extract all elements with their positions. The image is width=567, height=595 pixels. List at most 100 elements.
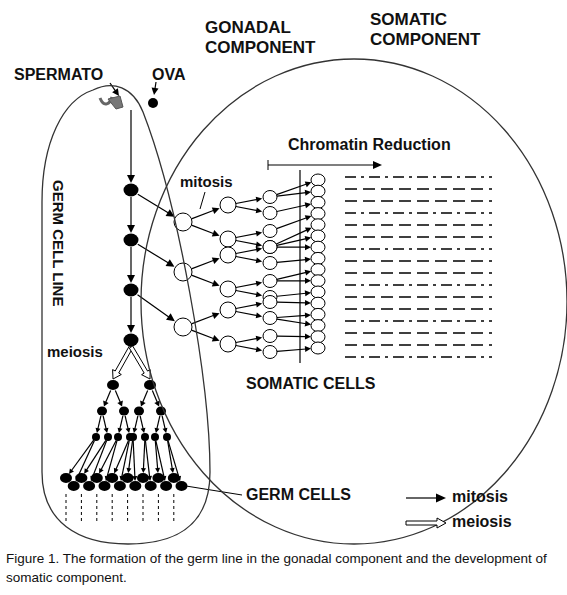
germ-cell xyxy=(145,481,157,491)
germ-cell xyxy=(91,473,103,483)
germ-cell xyxy=(124,284,139,297)
chromatin-dash xyxy=(345,356,492,357)
germ-dash xyxy=(143,494,144,522)
arrow-head xyxy=(256,231,262,237)
component-heading: GONADAL COMPONENT xyxy=(205,18,355,57)
germ-cell xyxy=(124,334,139,347)
mitosis-arrow xyxy=(157,416,160,429)
mitosis-arrow xyxy=(277,293,306,296)
legend-swatch xyxy=(402,490,450,506)
somatic-cell xyxy=(220,281,236,297)
mitosis-arrow xyxy=(130,110,131,176)
mitosis-arrow xyxy=(277,280,306,281)
mitosis-arrow xyxy=(138,194,169,213)
mitosis-arrow xyxy=(162,416,165,429)
mitosis-arrow xyxy=(236,311,257,315)
process-label: mitosis xyxy=(180,173,233,190)
region-label: Chromatin Reduction xyxy=(288,136,451,154)
arrow-head xyxy=(256,346,262,352)
germ-dash xyxy=(81,494,82,522)
arrow-head xyxy=(212,230,220,237)
mitosis-arrow xyxy=(277,315,306,317)
mitosis-arrow xyxy=(156,441,164,477)
component-heading: SOMATIC COMPONENT xyxy=(370,10,500,49)
germ-cell xyxy=(92,433,100,441)
somatic-cell xyxy=(263,241,277,254)
mitosis-arrow xyxy=(140,416,143,429)
somatic-cell xyxy=(220,247,236,263)
arrow-head xyxy=(373,161,382,169)
somatic-cell xyxy=(311,219,325,231)
somatic-cell xyxy=(311,241,325,253)
chromatin-dash xyxy=(345,248,492,249)
arrow-head xyxy=(166,259,175,267)
arrow-head xyxy=(155,428,160,433)
arrow-head xyxy=(256,197,262,203)
somatic-cell xyxy=(311,185,325,197)
chromatin-dash xyxy=(345,212,492,213)
germ-cell xyxy=(168,473,180,483)
somatic-cell xyxy=(220,231,236,247)
mitosis-arrow xyxy=(236,199,257,203)
ovum xyxy=(148,98,158,108)
germ-cell xyxy=(124,184,139,197)
arrow-head xyxy=(212,257,220,264)
arrow-head xyxy=(127,325,135,333)
mitosis-arrow xyxy=(143,441,144,469)
chromatin-dash xyxy=(345,272,492,273)
germ-dash xyxy=(173,494,174,522)
germ-dash xyxy=(112,494,113,522)
somatic-cell xyxy=(311,286,325,298)
vertical-label: GERM CELL LINE xyxy=(50,180,67,306)
mitosis-arrow xyxy=(277,246,306,247)
arrow-head xyxy=(212,312,220,319)
arrow-head xyxy=(84,468,89,474)
germ-cell xyxy=(129,433,137,441)
germ-cell xyxy=(99,481,111,491)
arrow-head xyxy=(256,291,262,297)
germ-cell xyxy=(83,481,95,491)
chromatin-dash xyxy=(345,236,492,237)
mitosis-arrow xyxy=(120,416,123,429)
mitosis-arrow xyxy=(125,416,128,429)
mitosis-arrow xyxy=(277,319,306,324)
mitosis-arrow xyxy=(103,416,106,429)
arrow-head xyxy=(155,468,160,473)
mitosis-arrow xyxy=(191,275,214,284)
germ-cell xyxy=(97,407,107,416)
germ-cell xyxy=(114,481,126,491)
mitosis-arrow xyxy=(277,272,307,279)
mitosis-arrow xyxy=(115,391,120,403)
mitosis-arrow xyxy=(236,249,257,253)
chromatin-dash xyxy=(345,188,492,189)
cell-lineage xyxy=(60,82,492,522)
somatic-cell xyxy=(263,207,277,220)
arrow-head xyxy=(212,335,220,342)
mitosis-arrow xyxy=(98,416,101,429)
arrow-head xyxy=(118,428,123,433)
circle-shape xyxy=(141,59,567,544)
germ-cell xyxy=(141,433,149,441)
mitosis-arrow xyxy=(168,441,179,478)
somatic-cell xyxy=(311,264,325,276)
chromatin-dash xyxy=(345,320,492,321)
arrow-head xyxy=(127,175,135,183)
arrow-head xyxy=(305,334,311,340)
cell-label: GERM CELLS xyxy=(246,486,351,504)
arrow-head xyxy=(305,182,312,188)
chromatin-dash xyxy=(345,332,492,333)
meiosis-arrow xyxy=(129,346,150,379)
germ-cell xyxy=(176,481,188,491)
mitosis-arrow xyxy=(277,302,306,304)
mitosis-arrow xyxy=(138,295,170,318)
somatic-cell xyxy=(263,275,277,288)
mitosis-arrow xyxy=(277,218,307,229)
arrow-head xyxy=(69,468,74,474)
germ-cell xyxy=(75,473,87,483)
arrow-head xyxy=(305,290,311,296)
arrow-head xyxy=(141,428,146,433)
cell-label: SPERMATO xyxy=(14,66,103,84)
mitosis-arrow xyxy=(236,283,257,287)
mitosis-arrow xyxy=(236,233,257,237)
mitosis-arrow xyxy=(277,336,306,338)
